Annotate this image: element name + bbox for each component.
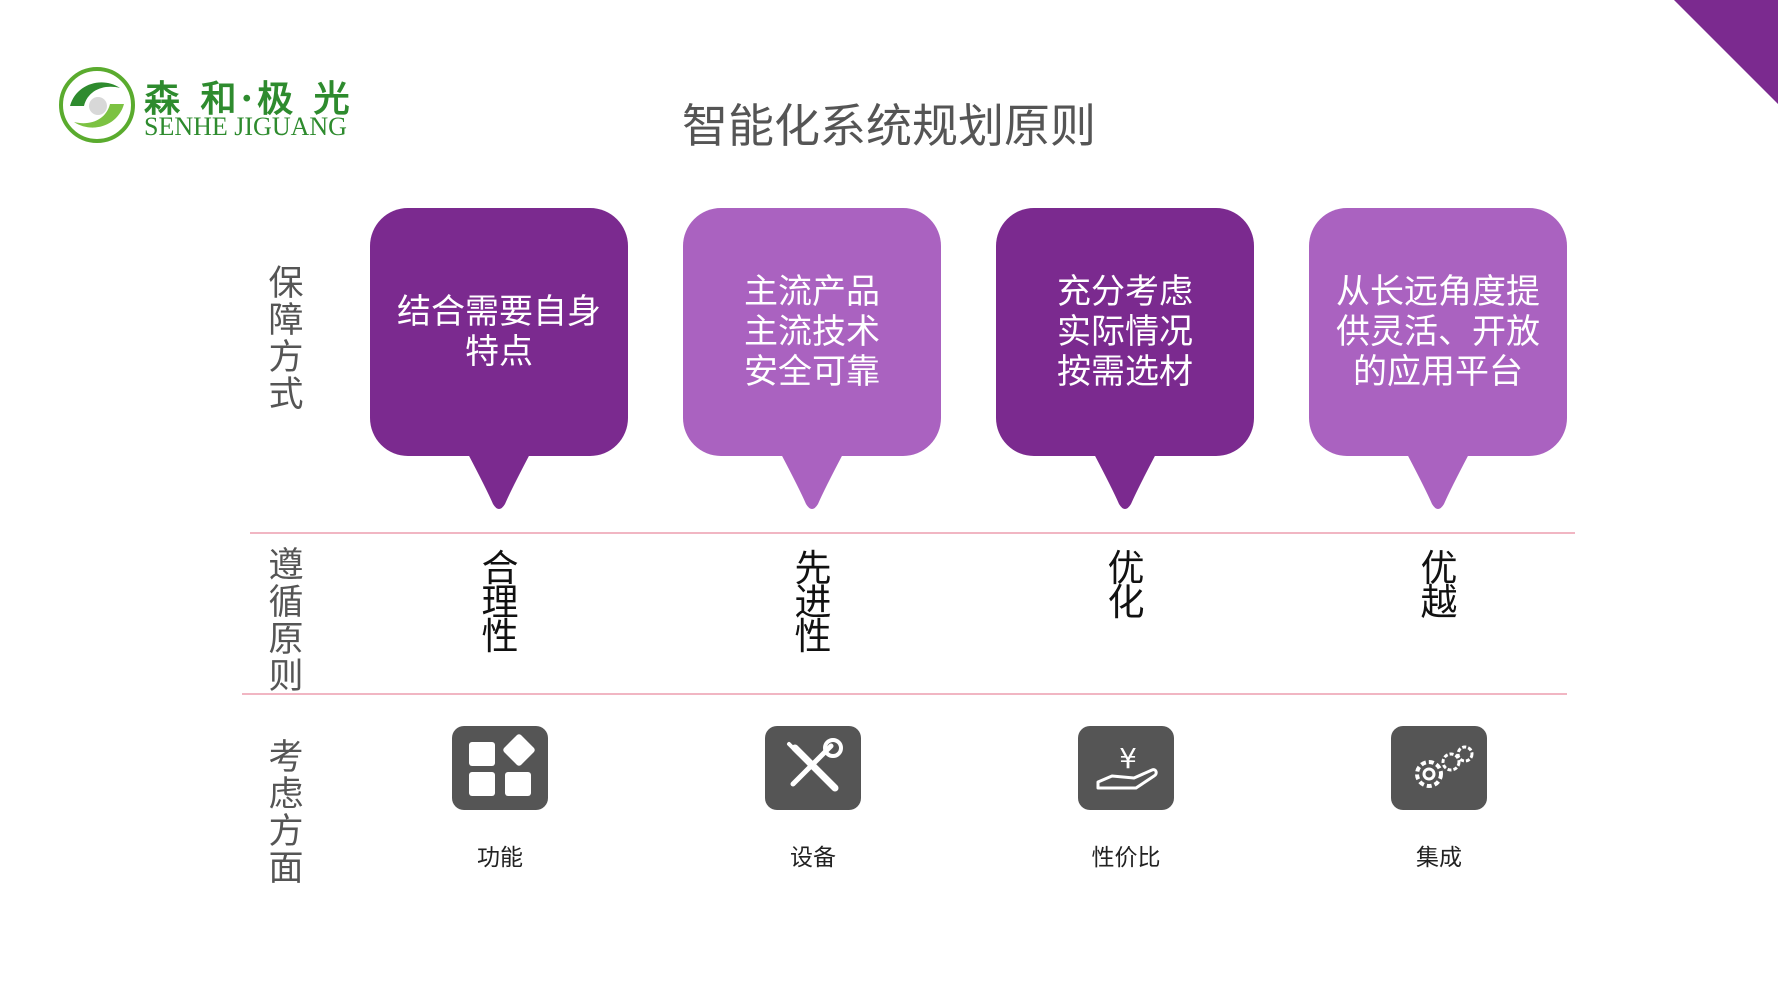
bubble-tail-4 xyxy=(1406,452,1470,509)
aspect-label-4: 集成 xyxy=(1416,845,1462,871)
page-title: 智能化系统规划原则 xyxy=(682,99,1096,153)
bubble-text-2: 主流产品 主流技术 安全可靠 xyxy=(744,272,880,392)
principle-4: 优越 xyxy=(1420,547,1458,624)
aspect-label-1: 功能 xyxy=(477,845,523,871)
principle-1: 合理性 xyxy=(481,547,519,658)
bubble-tail-3 xyxy=(1093,452,1157,509)
logo-mark-icon xyxy=(59,67,135,143)
yen-hand-icon: ¥ xyxy=(1078,726,1174,810)
row-label-guarantee: 保障方式 xyxy=(268,264,304,415)
tools-icon xyxy=(765,726,861,810)
speech-bubble-2: 主流产品 主流技术 安全可靠 xyxy=(683,208,941,456)
brand-name-en: SENHE JIGUANG xyxy=(144,112,347,141)
row-label-consider: 考虑方面 xyxy=(268,738,304,889)
speech-bubble-3: 充分考虑 实际情况 按需选材 xyxy=(996,208,1254,456)
corner-decoration xyxy=(1674,0,1778,104)
bubble-text-3: 充分考虑 实际情况 按需选材 xyxy=(1057,272,1193,392)
bubble-text-1: 结合需要自身 特点 xyxy=(397,292,601,372)
principle-3: 优化 xyxy=(1107,547,1145,624)
brand-logo: 森 和·极 光 SENHE JIGUANG xyxy=(58,66,358,151)
grid-apps-icon xyxy=(452,726,548,810)
bubble-text-4: 从长远角度提 供灵活、开放 的应用平台 xyxy=(1336,272,1540,392)
bubble-tail-1 xyxy=(467,452,531,509)
brand-name-cn: 森 和·极 光 xyxy=(144,78,354,120)
speech-bubble-1: 结合需要自身 特点 xyxy=(370,208,628,456)
aspect-label-3: 性价比 xyxy=(1091,845,1161,871)
divider-bottom xyxy=(242,693,1567,695)
divider-top xyxy=(250,532,1575,534)
gears-icon xyxy=(1391,726,1487,810)
row-label-principle: 遵循原则 xyxy=(268,546,304,697)
aspect-label-2: 设备 xyxy=(790,845,836,871)
bubble-tail-2 xyxy=(780,452,844,509)
principle-2: 先进性 xyxy=(794,547,832,658)
speech-bubble-4: 从长远角度提 供灵活、开放 的应用平台 xyxy=(1309,208,1567,456)
svg-text:¥: ¥ xyxy=(1119,742,1137,775)
